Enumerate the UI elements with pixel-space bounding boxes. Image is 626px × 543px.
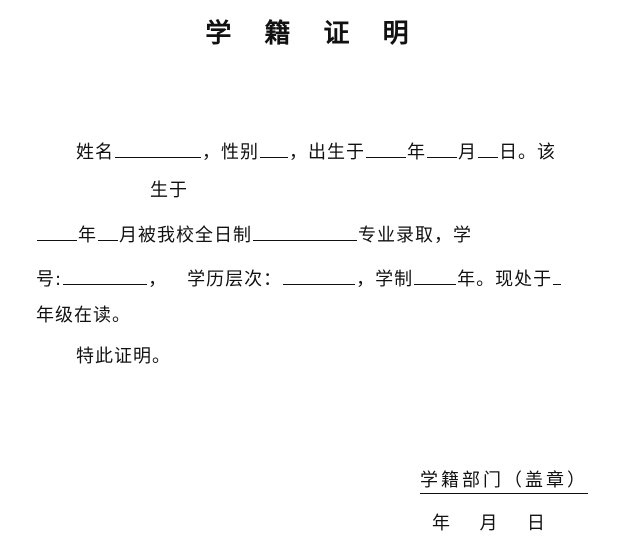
- enroll-year-blank[interactable]: [37, 220, 77, 241]
- birth-year-label: 年: [407, 142, 426, 163]
- date-label: 年 月 日: [432, 513, 551, 534]
- line-certify: 特此证明。: [76, 344, 171, 370]
- name-label: 姓名: [76, 142, 114, 163]
- birth-label: ，出生于: [289, 142, 365, 163]
- line-born-in: 生于: [150, 178, 188, 204]
- birth-month-label: 月: [458, 142, 477, 163]
- signature-department: 学籍部门（盖章）: [420, 468, 588, 494]
- birth-month-blank[interactable]: [427, 137, 457, 158]
- certify-text: 特此证明。: [76, 346, 171, 367]
- line-enrollment: 年 月被我校全日制 专业录取，学: [36, 220, 472, 249]
- line-grade: 年级在读。: [36, 303, 131, 329]
- line-student-number: 号: ， 学历层次： ，学制 年。现处于: [36, 264, 562, 293]
- comma-sep: ，: [148, 269, 168, 290]
- edu-level-label: 学历层次：: [187, 269, 283, 290]
- enroll-year-label: 年: [78, 225, 97, 246]
- line-name-gender-birth: 姓名 ，性别 ，出生于 年 月 日。该: [76, 137, 556, 166]
- gender-label: ，性别: [202, 142, 259, 163]
- major-label: 专业录取，学: [358, 225, 472, 246]
- duration-label: ，学制: [356, 269, 414, 290]
- edu-level-blank[interactable]: [283, 264, 356, 285]
- enroll-month-blank[interactable]: [98, 220, 118, 241]
- birth-day-label: 日。该: [499, 142, 556, 163]
- duration-blank[interactable]: [414, 264, 457, 285]
- birth-year-blank[interactable]: [366, 137, 406, 158]
- department-stamp-label: 学籍部门（盖章）: [420, 470, 588, 494]
- major-blank[interactable]: [253, 220, 357, 241]
- birth-day-blank[interactable]: [478, 137, 498, 158]
- student-no-label: 号:: [36, 269, 63, 290]
- born-in-label: 生于: [150, 180, 188, 201]
- gender-blank[interactable]: [260, 137, 288, 158]
- name-blank[interactable]: [115, 137, 201, 158]
- enroll-text: 月被我校全日制: [119, 225, 252, 246]
- grade-label: 年级在读。: [36, 305, 131, 326]
- document-title: 学 籍 证 明: [205, 19, 421, 49]
- signature-date: 年 月 日: [432, 511, 551, 537]
- student-no-blank[interactable]: [63, 264, 148, 285]
- year-now-label: 年。现处于: [457, 269, 553, 290]
- grade-blank[interactable]: [553, 264, 562, 285]
